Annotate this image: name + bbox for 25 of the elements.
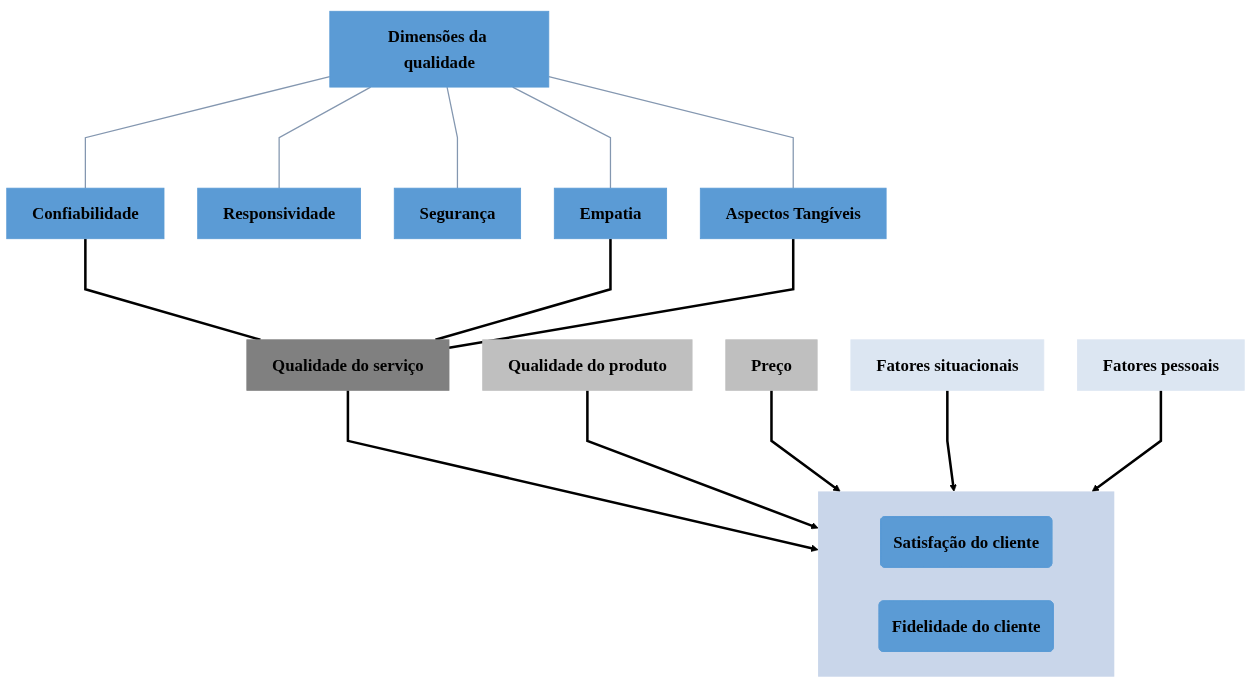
cluster: [818, 491, 1115, 677]
node-box: Preço: [725, 339, 818, 391]
connector: [84, 238, 261, 341]
node-box: Responsividade: [197, 187, 361, 240]
connector: [448, 238, 795, 350]
node-box: Empatia: [553, 187, 668, 240]
node-box: Qualidade do produto: [482, 339, 693, 391]
connector: [84, 75, 331, 189]
node-box: Qualidade do serviço: [246, 339, 450, 391]
node-box: Segurança: [393, 187, 522, 240]
arrow: [586, 390, 819, 530]
arrow: [770, 390, 841, 492]
node-box: Dimensões da qualidade: [329, 10, 550, 88]
connector: [512, 86, 612, 189]
connector: [278, 86, 372, 189]
node-box: Confiabilidade: [6, 187, 165, 240]
connector: [548, 75, 794, 189]
node-box: Fatores pessoais: [1077, 339, 1245, 391]
arrow: [346, 390, 819, 552]
arrow: [946, 390, 957, 492]
node-box: Fatores situacionais: [850, 339, 1045, 391]
node-box: Aspectos Tangíveis: [699, 187, 887, 240]
connector: [446, 86, 459, 189]
arrow: [1091, 390, 1163, 492]
connector: [435, 238, 612, 341]
